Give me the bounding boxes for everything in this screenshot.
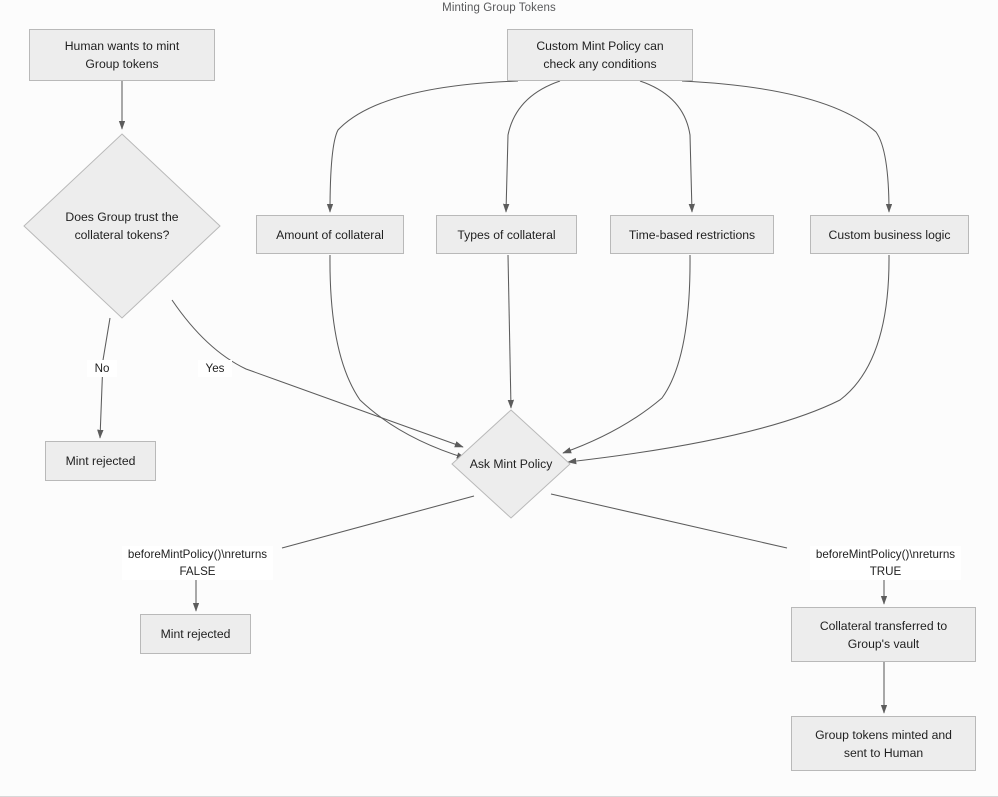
node-label: Custom business logic xyxy=(828,227,951,242)
node-amount-of-collateral[interactable]: Amount of collateral xyxy=(256,215,404,254)
edge-policy-to-time xyxy=(639,80,695,213)
node-label: Group tokens minted and sent to Human xyxy=(815,727,952,760)
edge-policy-to-amount xyxy=(326,80,519,213)
edge-ask-to-vault xyxy=(550,493,788,549)
node-label: Amount of collateral xyxy=(276,227,384,242)
node-collateral-transferred[interactable]: Collateral transferred to Group's vault xyxy=(791,607,976,662)
node-label: Mint rejected xyxy=(65,454,136,468)
edge-trust-to-rejected xyxy=(97,317,111,439)
node-mint-rejected-1[interactable]: Mint rejected xyxy=(45,441,156,481)
node-mint-rejected-2[interactable]: Mint rejected xyxy=(140,614,251,654)
node-label: Time-based restrictions xyxy=(628,227,756,242)
edge-label-no: No xyxy=(87,360,117,377)
node-label: Human wants to mint Group tokens xyxy=(64,39,180,71)
edge-policy-to-types xyxy=(503,80,561,213)
node-label: Types of collateral xyxy=(457,227,556,242)
node-human-wants-to-mint[interactable]: Human wants to mint Group tokens xyxy=(29,29,215,81)
node-ask-mint-policy[interactable]: Ask Mint Policy xyxy=(451,409,571,519)
node-label: Mint rejected xyxy=(160,627,231,641)
node-label: Collateral transferred to Group's vault xyxy=(819,618,948,651)
edge-label-before-mint-policy-true: beforeMintPolicy()\nreturns TRUE xyxy=(810,546,961,580)
edge-label-before-mint-policy-false: beforeMintPolicy()\nreturns FALSE xyxy=(122,546,273,580)
node-trust-decision[interactable]: Does Group trust the collateral tokens? xyxy=(23,133,221,319)
edge-time-to-ask xyxy=(562,254,691,454)
node-time-based-restrictions[interactable]: Time-based restrictions xyxy=(610,215,774,254)
node-label: Custom Mint Policy can check any conditi… xyxy=(536,39,664,71)
edge-ask-to-rejected2 xyxy=(281,495,475,549)
edge-label-yes: Yes xyxy=(198,360,232,377)
edge-amount-to-ask xyxy=(329,254,466,459)
node-label: Ask Mint Policy xyxy=(469,457,553,471)
page-title: Minting Group Tokens xyxy=(442,2,556,14)
edge-business-to-ask xyxy=(567,254,890,465)
node-custom-mint-policy[interactable]: Custom Mint Policy can check any conditi… xyxy=(507,29,693,81)
node-types-of-collateral[interactable]: Types of collateral xyxy=(436,215,577,254)
edge-policy-to-business xyxy=(681,80,893,213)
node-custom-business-logic[interactable]: Custom business logic xyxy=(810,215,969,254)
node-group-tokens-minted[interactable]: Group tokens minted and sent to Human xyxy=(791,716,976,771)
edge-types-to-ask xyxy=(507,254,515,409)
node-label: Does Group trust the collateral tokens? xyxy=(65,210,179,242)
